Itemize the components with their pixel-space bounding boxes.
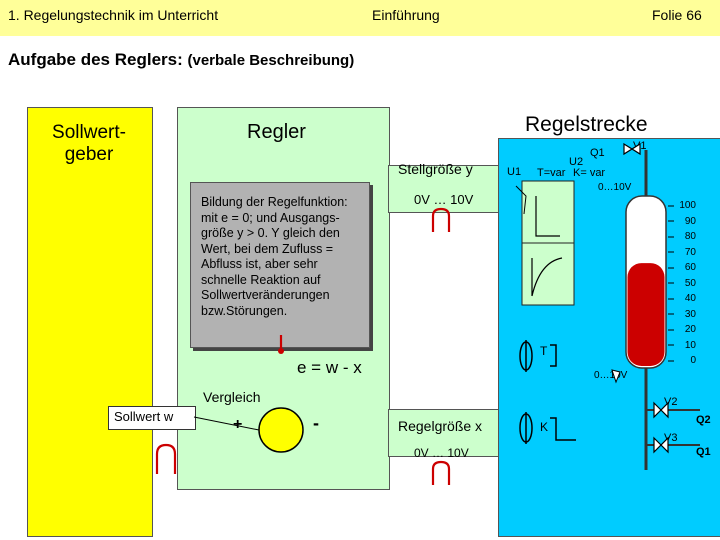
level-scale: 100 90 80 70 60 50 40 30 20 10 0 — [672, 200, 700, 370]
setpoint-value-label: Sollwert w — [114, 409, 174, 424]
plant-title: Regelstrecke — [525, 113, 648, 136]
scale-label: 90 — [684, 215, 696, 227]
scale-label: 20 — [684, 324, 696, 335]
error-output-dot — [278, 348, 284, 354]
scale-label: 10 — [684, 339, 696, 351]
subtitle-main: Aufgabe des Reglers: — [8, 50, 183, 69]
level-ticks — [668, 205, 674, 362]
t-label: T — [540, 344, 548, 358]
comparator-label: Vergleich — [203, 389, 261, 405]
controller-output-extension — [388, 165, 500, 213]
valve-v2 — [653, 401, 669, 419]
section-title: Einführung — [372, 7, 440, 23]
controller-description-box: Bildung der Regelfunktion: mit e = 0; un… — [190, 182, 370, 348]
scale-label: 40 — [684, 293, 696, 304]
input-arrow — [515, 185, 527, 215]
subtitle-note: (verbale Beschreibung) — [187, 52, 355, 69]
controller-title: Regler — [247, 121, 306, 143]
comparator-circle — [258, 407, 304, 453]
controller-description: Bildung der Regelfunktion: mit e = 0; un… — [201, 195, 348, 318]
q2-label: Q2 — [696, 414, 711, 426]
setpoint-signal-line — [193, 416, 260, 431]
sensor-symbol — [611, 369, 621, 384]
range-top-label: 0…10V — [598, 182, 632, 193]
scale-label: 30 — [684, 308, 696, 320]
valve-v1 — [623, 142, 641, 156]
feedback-range: 0V … 10V — [414, 446, 469, 460]
controller-feedback-extension — [388, 409, 500, 457]
scale-label: 50 — [684, 277, 696, 289]
setpoint-value-box: Sollwert w — [108, 406, 196, 430]
step-response-upper — [535, 196, 560, 237]
setpoint-generator-label: Sollwert- geber — [52, 122, 126, 165]
feedback-label: Regelgröße x — [398, 418, 483, 434]
q1-top-label: Q1 — [590, 147, 605, 159]
error-formula: e = w - x — [297, 358, 362, 377]
slide-subtitle: Aufgabe des Reglers: (verbale Beschreibu… — [8, 50, 354, 70]
u1-label: U1 — [507, 166, 522, 178]
slide-number: Folie 66 — [652, 7, 702, 23]
output-label: Stellgröße y — [398, 161, 473, 177]
output-range: 0V … 10V — [414, 192, 474, 207]
connector-output — [431, 207, 451, 232]
range-bottom-label: 0…10V — [594, 370, 628, 381]
q1-bottom-label: Q1 — [696, 446, 711, 458]
t-knob-bracket — [550, 344, 557, 367]
connector-symbols — [155, 207, 451, 485]
scale-label: 0 — [690, 355, 696, 366]
scale-label: 80 — [684, 231, 696, 242]
setpoint-generator-box — [27, 107, 153, 537]
adjust-knobs — [519, 340, 576, 444]
scale-label: 70 — [684, 246, 696, 258]
comparator-plus: + — [233, 416, 243, 433]
k-var-label: K= var — [573, 167, 606, 179]
k-label: K — [540, 420, 549, 434]
scale-label: 60 — [684, 262, 696, 273]
scale-label: 100 — [679, 200, 696, 211]
tank-liquid — [627, 263, 665, 366]
valves — [623, 142, 669, 454]
u2-label: U2 — [569, 156, 584, 168]
header-bar — [0, 0, 720, 36]
t-var-label: T=var — [537, 167, 566, 179]
presentation-title: 1. Regelungstechnik im Unterricht — [8, 7, 219, 23]
k-knob-bracket — [550, 417, 576, 441]
step-response-lower — [531, 257, 563, 297]
comparator-minus: - — [313, 413, 319, 433]
valve-v3 — [653, 436, 669, 454]
connector-setpoint — [155, 443, 177, 474]
connector-feedback — [431, 460, 451, 485]
